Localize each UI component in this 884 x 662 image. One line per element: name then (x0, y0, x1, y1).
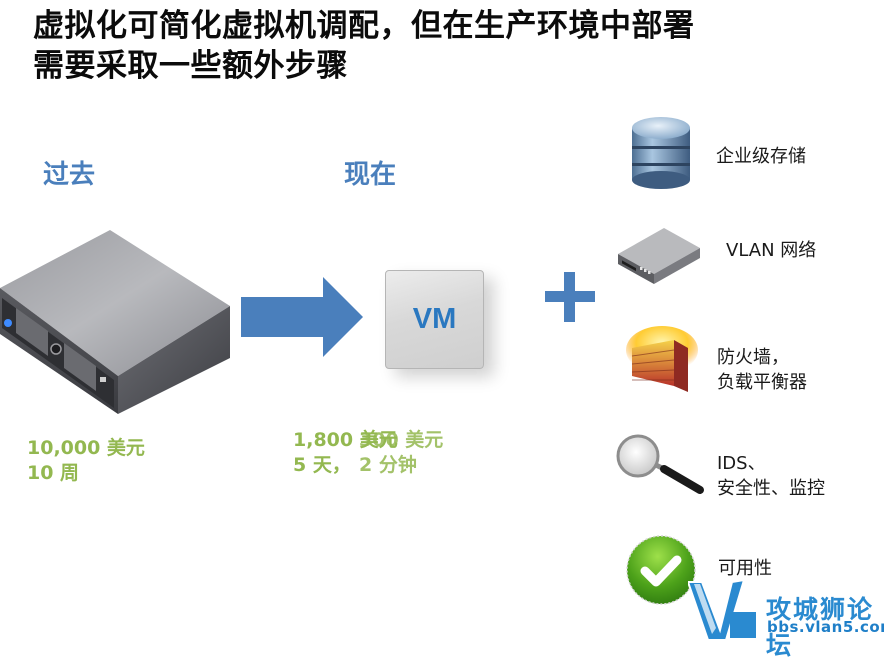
server-icon (0, 228, 232, 414)
now-heading: 现在 (344, 160, 397, 190)
vm-label: VM (412, 303, 457, 335)
vm-icon: VM (385, 270, 484, 369)
network-switch-icon (616, 226, 702, 286)
now-metrics: 1,800 美元 300 美元 5 天， 2 分钟 (293, 428, 463, 478)
requirement-label-vlan: VLAN 网络 (726, 240, 817, 261)
now-time-a: 5 天， (293, 454, 351, 476)
past-metrics: 10,000 美元 10 周 (27, 436, 145, 486)
plus-icon (545, 272, 595, 322)
now-cost-b: 300 美元 (359, 429, 444, 451)
database-storage-icon (630, 116, 692, 190)
watermark-url: bbs.vlan5.com (767, 618, 884, 636)
past-time: 10 周 (27, 462, 80, 484)
slide-title: 虚拟化可简化虚拟机调配，但在生产环境中部署 需要采取一些额外步骤 (33, 6, 695, 86)
now-time-row: 5 天， 2 分钟 (293, 453, 463, 478)
requirement-label-storage: 企业级存储 (716, 146, 806, 167)
past-heading: 过去 (43, 160, 96, 190)
right-arrow-icon (241, 277, 365, 359)
now-cost-a: 1,800 美元 (293, 429, 398, 451)
magnifier-icon (614, 432, 706, 496)
requirement-label-availability: 可用性 (718, 558, 772, 579)
v5-logo-icon (686, 578, 758, 641)
now-cost-row: 1,800 美元 300 美元 (293, 428, 463, 453)
title-line-1: 虚拟化可简化虚拟机调配，但在生产环境中部署 (33, 8, 695, 44)
requirement-label-ids: IDS、 安全性、监控 (717, 453, 825, 499)
past-cost: 10,000 美元 (27, 437, 145, 459)
firewall-icon (624, 326, 698, 396)
requirement-label-firewall: 防火墙， 负载平衡器 (717, 347, 807, 393)
now-time-b: 2 分钟 (359, 454, 417, 476)
checkmark-icon (625, 534, 697, 606)
title-line-2: 需要采取一些额外步骤 (33, 48, 348, 84)
